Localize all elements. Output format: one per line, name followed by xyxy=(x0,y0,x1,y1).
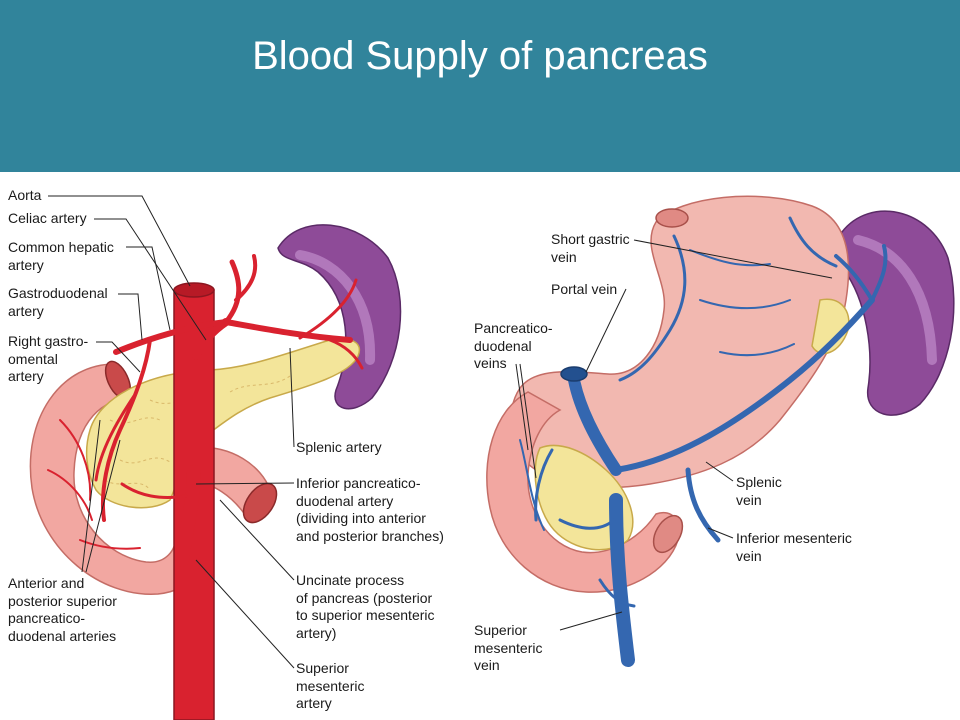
label-pancreaticoduodenal-veins: Pancreatico- duodenal veins xyxy=(474,320,553,371)
label-superior-mesenteric-artery: Superior mesenteric artery xyxy=(296,660,365,711)
left-superior-mesenteric-artery xyxy=(175,465,201,567)
right-venous-branches xyxy=(519,216,888,667)
label-portal-vein: Portal vein xyxy=(551,281,618,297)
left-aorta-top xyxy=(173,282,215,298)
left-figure-arteries xyxy=(29,224,402,720)
slide-title: Blood Supply of pancreas xyxy=(252,34,708,78)
label-superior-mesenteric-vein: Superior mesenteric vein xyxy=(474,622,543,673)
label-anterior-posterior-superior-pd-arteries: Anterior and posterior superior pancreat… xyxy=(8,575,117,644)
left-duodenum-cut-end xyxy=(242,482,278,524)
left-arterial-branches xyxy=(47,254,364,550)
label-short-gastric-vein: Short gastric vein xyxy=(551,231,630,265)
label-splenic-artery: Splenic artery xyxy=(296,439,382,455)
right-portal-vein-top xyxy=(560,366,588,382)
label-inferior-pancreaticoduodenal-artery: Inferior pancreatico- duodenal artery (d… xyxy=(296,475,444,544)
label-gastroduodenal-artery: Gastroduodenal artery xyxy=(8,285,108,319)
label-common-hepatic-artery: Common hepatic artery xyxy=(8,239,114,273)
right-duodenum-cut-end xyxy=(652,514,684,554)
label-celiac-artery: Celiac artery xyxy=(8,210,87,226)
label-uncinate-process: Uncinate process of pancreas (posterior … xyxy=(296,572,435,641)
right-stomach xyxy=(509,195,850,489)
right-spleen-hilum xyxy=(853,235,937,365)
label-right-gastroomental-artery: Right gastro- omental artery xyxy=(8,333,89,384)
label-inferior-mesenteric-vein: Inferior mesenteric vein xyxy=(736,530,852,564)
right-figure-veins xyxy=(486,195,955,667)
label-aorta: Aorta xyxy=(8,187,42,203)
label-splenic-vein: Splenic vein xyxy=(736,474,782,508)
leader-lines xyxy=(48,195,833,669)
right-esophagus-cut xyxy=(655,208,689,228)
title-banner xyxy=(0,0,960,172)
left-spleen-hilum xyxy=(295,250,376,365)
